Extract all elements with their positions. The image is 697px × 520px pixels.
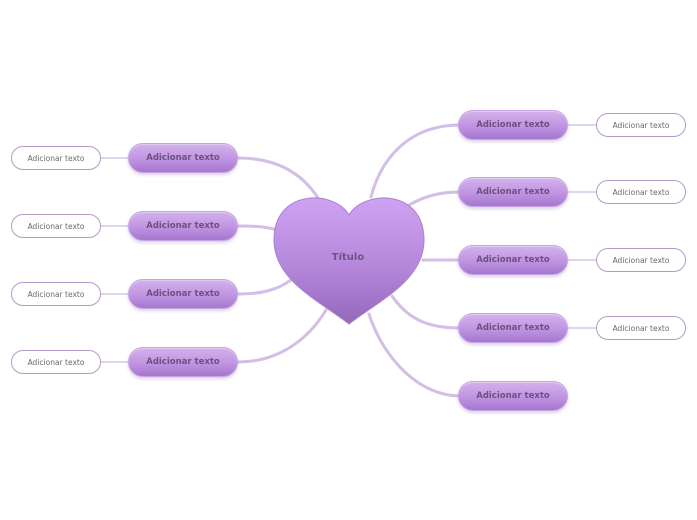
sub-node-right-4[interactable]: Adicionar texto [596, 316, 686, 340]
sub-node-label: Adicionar texto [612, 120, 670, 130]
central-topic[interactable]: Título [273, 197, 425, 325]
main-node-right-5[interactable]: Adicionar texto [458, 381, 568, 411]
sub-node-left-3[interactable]: Adicionar texto [11, 282, 101, 306]
main-node-right-3[interactable]: Adicionar texto [458, 245, 568, 275]
connector-left-2 [236, 224, 280, 232]
connector-left-1 [236, 156, 320, 200]
main-node-label: Adicionar texto [146, 153, 220, 163]
sub-node-left-4[interactable]: Adicionar texto [11, 350, 101, 374]
sub-node-label: Adicionar texto [612, 323, 670, 333]
connector-right-1 [369, 123, 462, 199]
sub-node-label: Adicionar texto [27, 289, 85, 299]
connector-left-4 [236, 308, 328, 364]
connector-left-3 [236, 274, 298, 296]
main-node-right-4[interactable]: Adicionar texto [458, 313, 568, 343]
main-node-label: Adicionar texto [476, 187, 550, 197]
main-node-label: Adicionar texto [146, 221, 220, 231]
main-node-label: Adicionar texto [146, 357, 220, 367]
connector-right-5 [367, 312, 462, 398]
main-node-label: Adicionar texto [146, 289, 220, 299]
sub-node-label: Adicionar texto [612, 255, 670, 265]
sub-node-label: Adicionar texto [612, 187, 670, 197]
sub-node-left-2[interactable]: Adicionar texto [11, 214, 101, 238]
sub-node-label: Adicionar texto [27, 153, 85, 163]
main-node-label: Adicionar texto [476, 120, 550, 130]
sub-node-label: Adicionar texto [27, 357, 85, 367]
sub-node-left-1[interactable]: Adicionar texto [11, 146, 101, 170]
heart-shape [273, 197, 425, 325]
main-node-right-2[interactable]: Adicionar texto [458, 177, 568, 207]
main-node-left-3[interactable]: Adicionar texto [128, 279, 238, 309]
main-node-right-1[interactable]: Adicionar texto [458, 110, 568, 140]
sub-node-label: Adicionar texto [27, 221, 85, 231]
connector-right-4 [390, 294, 462, 330]
sub-node-right-1[interactable]: Adicionar texto [596, 113, 686, 137]
connector-right-2 [407, 190, 462, 207]
main-node-label: Adicionar texto [476, 323, 550, 333]
main-node-left-2[interactable]: Adicionar texto [128, 211, 238, 241]
sub-node-right-2[interactable]: Adicionar texto [596, 180, 686, 204]
central-topic-label: Título [332, 251, 365, 263]
sub-connectors [101, 124, 596, 363]
main-node-left-1[interactable]: Adicionar texto [128, 143, 238, 173]
main-node-label: Adicionar texto [476, 391, 550, 401]
sub-node-right-3[interactable]: Adicionar texto [596, 248, 686, 272]
main-node-left-4[interactable]: Adicionar texto [128, 347, 238, 377]
main-node-label: Adicionar texto [476, 255, 550, 265]
